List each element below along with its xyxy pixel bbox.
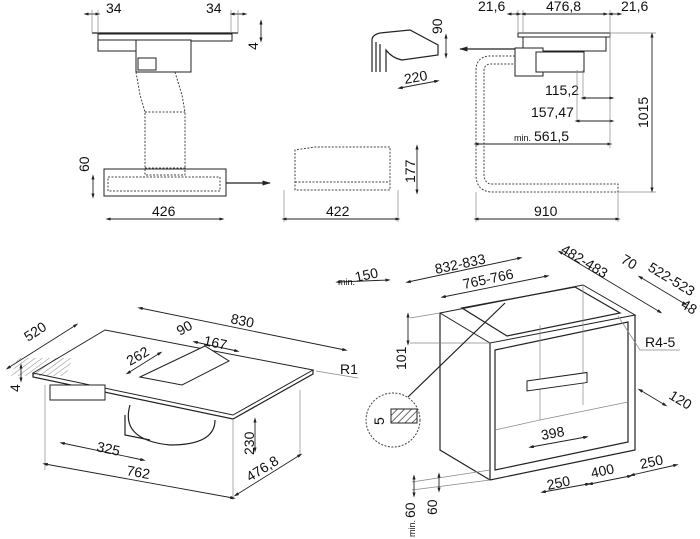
- dim-21-6-right: 21,6: [621, 0, 648, 14]
- dim-4-hob: 4: [7, 384, 23, 392]
- dim-230: 230: [241, 431, 257, 455]
- dim-4-thickness: 4: [245, 42, 261, 50]
- dim-398: 398: [540, 423, 566, 443]
- dim-220-elbow: 220: [403, 67, 429, 87]
- dim-426: 426: [152, 203, 176, 219]
- dim-34-left: 34: [106, 0, 122, 16]
- dim-70: 70: [618, 251, 640, 273]
- dim-34-right: 34: [206, 0, 222, 16]
- dim-400: 400: [589, 460, 615, 481]
- dim-90-elbow: 90: [429, 18, 445, 34]
- dim-min-150: 150: [353, 264, 379, 285]
- dim-48: 48: [678, 296, 700, 318]
- elbow-piece: 90 220: [371, 18, 515, 90]
- front-section-view: 34 34 4 60 426: [76, 0, 271, 221]
- dim-157-47: 157,47: [531, 104, 574, 120]
- dim-60-plinth: 60: [424, 499, 440, 515]
- dim-830: 830: [229, 310, 255, 331]
- dim-520: 520: [21, 318, 49, 344]
- dim-325: 325: [95, 438, 121, 459]
- dim-476-8-iso: 476,8: [243, 452, 281, 484]
- dim-910: 910: [534, 203, 558, 219]
- dim-561-5: 561,5: [534, 128, 569, 144]
- dim-522-523: 522-523: [645, 259, 697, 299]
- dim-482-483: 482-483: [558, 241, 610, 281]
- dim-167: 167: [202, 332, 228, 353]
- cabinet-isometric-view: 101 5 min. 150 832-833 765-766 482-483 7…: [335, 241, 700, 537]
- min-label: min.: [514, 133, 531, 143]
- detail-circle: [365, 392, 421, 448]
- min-150-prefix: min.: [338, 277, 355, 287]
- dim-60-outlet: 60: [76, 156, 92, 172]
- dim-115-2: 115,2: [545, 82, 579, 98]
- dim-762: 762: [125, 462, 151, 482]
- dim-5-detail: 5: [371, 417, 387, 425]
- dim-101: 101: [393, 346, 409, 370]
- side-section-view: 21,6 476,8 21,6 115,2 157,47 min. 561,5 …: [473, 0, 656, 222]
- dim-250-left: 250: [545, 472, 571, 493]
- dim-90-vent: 90: [174, 317, 196, 339]
- min-60-prefix: min.: [407, 520, 417, 537]
- dim-min-60: 60: [402, 502, 418, 518]
- dim-250-right: 250: [638, 451, 664, 472]
- side-box-view: 177 422: [281, 144, 419, 222]
- dim-21-6-left: 21,6: [478, 0, 505, 14]
- dim-177: 177: [402, 159, 418, 183]
- dim-422: 422: [326, 203, 350, 219]
- hob-isometric-view: 520 830 90 167 262 R1 4 230 325 762 476,…: [5, 306, 358, 500]
- radius-r1: R1: [340, 361, 358, 377]
- dim-1015: 1015: [635, 97, 651, 128]
- radius-r4-5: R4-5: [645, 334, 676, 350]
- dim-120: 120: [666, 387, 694, 413]
- dim-476-8: 476,8: [546, 0, 581, 14]
